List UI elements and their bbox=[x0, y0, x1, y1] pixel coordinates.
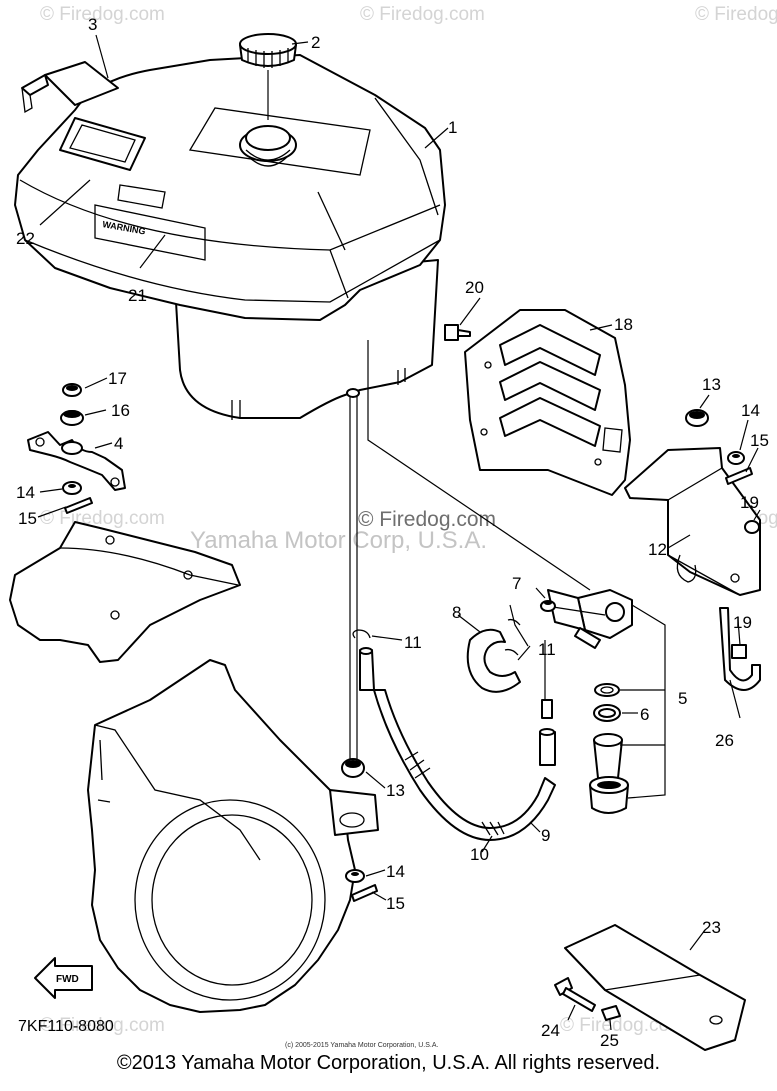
fuel-cup bbox=[589, 776, 629, 814]
callout-12: 12 bbox=[648, 540, 667, 559]
watermark-center: © Firedog.com bbox=[358, 508, 496, 531]
callout-15-right: 15 bbox=[750, 431, 769, 450]
skid-plate bbox=[564, 924, 746, 1051]
callout-20: 20 bbox=[465, 278, 484, 297]
grommet-13-lower bbox=[341, 758, 365, 778]
callout-2: 2 bbox=[311, 33, 320, 52]
callout-22: 22 bbox=[16, 229, 35, 248]
callout-15-left: 15 bbox=[18, 509, 37, 528]
callout-13-right: 13 bbox=[702, 375, 721, 394]
small-copyright: (c) 2005-2015 Yamaha Motor Corporation, … bbox=[285, 1042, 438, 1049]
hose-8 bbox=[466, 618, 521, 693]
callout-8: 8 bbox=[452, 603, 461, 622]
callout-18: 18 bbox=[614, 315, 633, 334]
footer-copyright: ©2013 Yamaha Motor Corporation, U.S.A. A… bbox=[116, 1052, 661, 1074]
callout-17: 17 bbox=[108, 369, 127, 388]
callout-19-upper: 19 bbox=[740, 493, 759, 512]
shroud-cover bbox=[9, 521, 241, 663]
grommet-16 bbox=[60, 410, 84, 426]
callout-14-lower: 14 bbox=[386, 862, 405, 881]
watermark-corp: Yamaha Motor Corp, U.S.A. bbox=[190, 527, 487, 554]
watermark-top-center: © Firedog.com bbox=[360, 4, 485, 25]
callout-4: 4 bbox=[114, 434, 123, 453]
callout-10: 10 bbox=[470, 845, 489, 864]
fuel-line-vertical bbox=[346, 340, 591, 760]
callout-26: 26 bbox=[715, 731, 734, 750]
nut-25 bbox=[601, 1005, 621, 1021]
callout-numbers: 1 2 3 4 5 6 7 8 9 10 11 11 12 13 13 14 1… bbox=[16, 15, 769, 1050]
callout-19-lower: 19 bbox=[733, 613, 752, 632]
washer-14-lower bbox=[345, 869, 365, 883]
watermark-top-right: © Firedog.com bbox=[695, 4, 777, 25]
callout-25: 25 bbox=[600, 1031, 619, 1050]
fan-housing bbox=[87, 659, 379, 1013]
callout-6: 6 bbox=[640, 705, 649, 724]
callout-7: 7 bbox=[512, 574, 521, 593]
clamp-26 bbox=[719, 607, 761, 691]
bolt-19-upper bbox=[744, 520, 760, 534]
fuel-tank: WARNING bbox=[14, 54, 446, 420]
callout-9: 9 bbox=[541, 826, 550, 845]
diagram-code: 7KF110-8080 bbox=[18, 1018, 114, 1035]
o-ring-6 bbox=[593, 704, 621, 722]
callout-1: 1 bbox=[448, 118, 457, 137]
clip-15-right bbox=[725, 467, 753, 485]
callout-14-left: 14 bbox=[16, 483, 35, 502]
watermark-bottom-left: © Firedog.com bbox=[40, 1015, 165, 1036]
callout-13-lower: 13 bbox=[386, 781, 405, 800]
callout-3: 3 bbox=[88, 15, 97, 34]
bolt-7 bbox=[540, 600, 556, 612]
leader-5-ticks bbox=[620, 689, 665, 746]
callout-11-left: 11 bbox=[404, 633, 422, 652]
callout-15-lower: 15 bbox=[386, 894, 405, 913]
bolt-19-lower bbox=[731, 644, 747, 659]
fuel-hose bbox=[359, 647, 556, 841]
callout-24: 24 bbox=[541, 1021, 560, 1040]
leader-5-bracket bbox=[627, 604, 666, 799]
washer-14-left bbox=[62, 481, 82, 495]
fwd-arrow-icon: FWD bbox=[34, 957, 93, 999]
fuel-cock-gasket bbox=[594, 683, 620, 697]
callout-23: 23 bbox=[702, 918, 721, 937]
clip-15-left bbox=[64, 497, 93, 514]
watermark-top-left: © Firedog.com bbox=[40, 4, 165, 25]
bolt-20 bbox=[444, 324, 471, 341]
callout-14-right: 14 bbox=[741, 401, 760, 420]
fwd-label: FWD bbox=[56, 974, 79, 985]
tank-bracket bbox=[27, 431, 126, 491]
callout-11-right: 11 bbox=[538, 640, 556, 659]
bolt-24 bbox=[554, 977, 596, 1012]
grommet-13-right bbox=[685, 409, 709, 427]
hose-clip-11-left bbox=[352, 629, 371, 639]
callout-21: 21 bbox=[128, 286, 147, 305]
callout-16: 16 bbox=[111, 401, 130, 420]
plate-bracket bbox=[21, 61, 119, 114]
fuel-cap bbox=[239, 33, 297, 120]
washer-14-right bbox=[727, 451, 745, 465]
watermark-middle-left: © Firedog.com bbox=[40, 508, 165, 529]
heat-plate bbox=[464, 309, 631, 496]
clip-15-lower bbox=[351, 884, 378, 902]
hose-piece bbox=[539, 728, 556, 766]
callout-5: 5 bbox=[678, 689, 687, 708]
bracket-12 bbox=[624, 447, 761, 596]
collar-17 bbox=[62, 383, 82, 397]
strainer bbox=[593, 733, 623, 779]
leader-lines bbox=[37, 34, 761, 1031]
